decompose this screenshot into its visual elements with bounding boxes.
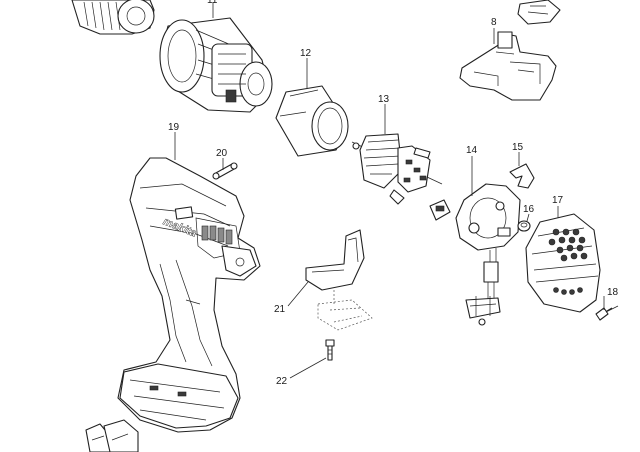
rear-cover-part-17 xyxy=(525,213,601,313)
leader-lines xyxy=(174,2,605,379)
part-label-15: 15 xyxy=(512,142,524,153)
gear-assembly-part-11 xyxy=(159,17,273,113)
part-label-18: 18 xyxy=(607,287,619,298)
screw-part-18 xyxy=(595,305,619,321)
button-part-16 xyxy=(517,220,531,232)
part-label-8: 8 xyxy=(491,17,497,28)
bracket-part-8 xyxy=(459,0,561,101)
part-label-22: 22 xyxy=(276,376,288,387)
part-label-14: 14 xyxy=(466,145,478,156)
part-label-20: 20 xyxy=(216,148,228,159)
rotor-part-13 xyxy=(351,133,443,205)
part-label-17: 17 xyxy=(552,195,564,206)
part-label-19: 19 xyxy=(168,122,180,133)
part-label-13: 13 xyxy=(378,94,390,105)
battery-clip-part xyxy=(85,419,139,452)
part-label-21: 21 xyxy=(274,304,286,315)
screw-part-22 xyxy=(325,339,335,361)
part-number-labels: 11 8 12 13 19 20 15 14 16 17 18 21 22 xyxy=(168,0,619,387)
part-label-11: 11 xyxy=(207,0,218,6)
part-label-12: 12 xyxy=(300,48,312,59)
magnet-cylinder-part-12 xyxy=(275,85,349,157)
controller-part-14 xyxy=(455,183,521,326)
small-insert-part xyxy=(429,199,451,221)
housing-part-19: makita xyxy=(117,157,261,433)
bracket-part-21 xyxy=(305,229,373,331)
part-label-16: 16 xyxy=(523,204,535,215)
chuck-part xyxy=(71,0,155,35)
pin-part-20 xyxy=(212,162,238,180)
clip-part-15 xyxy=(509,163,535,189)
